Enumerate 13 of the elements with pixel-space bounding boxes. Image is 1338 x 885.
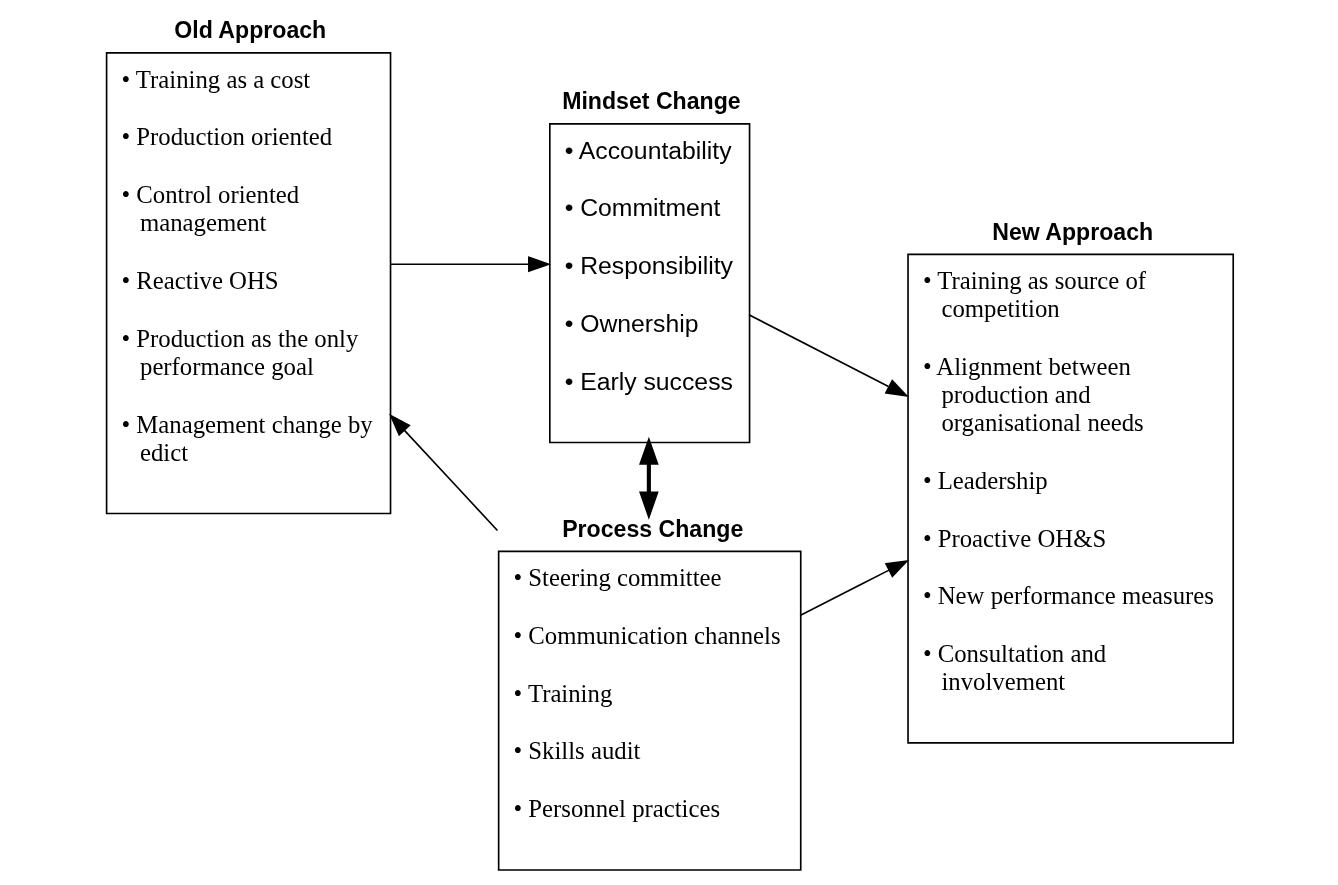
node-label: New Approach xyxy=(991,218,1153,245)
arrow xyxy=(747,313,909,397)
arrow xyxy=(798,559,909,617)
node-box: • Accountability • Commitment • Responsibility • Ownership • Early success xyxy=(548,123,750,444)
node-label: Process Change xyxy=(561,515,743,542)
node-label: Mindset Change xyxy=(561,88,741,115)
node-box: • Training as a cost • Production oriented • Control oriented management • Reactive OHS • Production as the only performance goal • Management change by edict xyxy=(105,52,391,515)
node-box: • Steering committee • Communication channels • Training • Skills audit • Personnel practices xyxy=(497,550,802,871)
node-label: Old Approach xyxy=(173,17,326,44)
node-box: • Training as source of competition • Alignment between production and organisational needs • Leadership • Proactive OH&S • New performance measures • Consultation and involvement xyxy=(906,253,1234,744)
arrow xyxy=(389,256,551,273)
arrow xyxy=(388,413,498,532)
arrow xyxy=(638,436,659,520)
